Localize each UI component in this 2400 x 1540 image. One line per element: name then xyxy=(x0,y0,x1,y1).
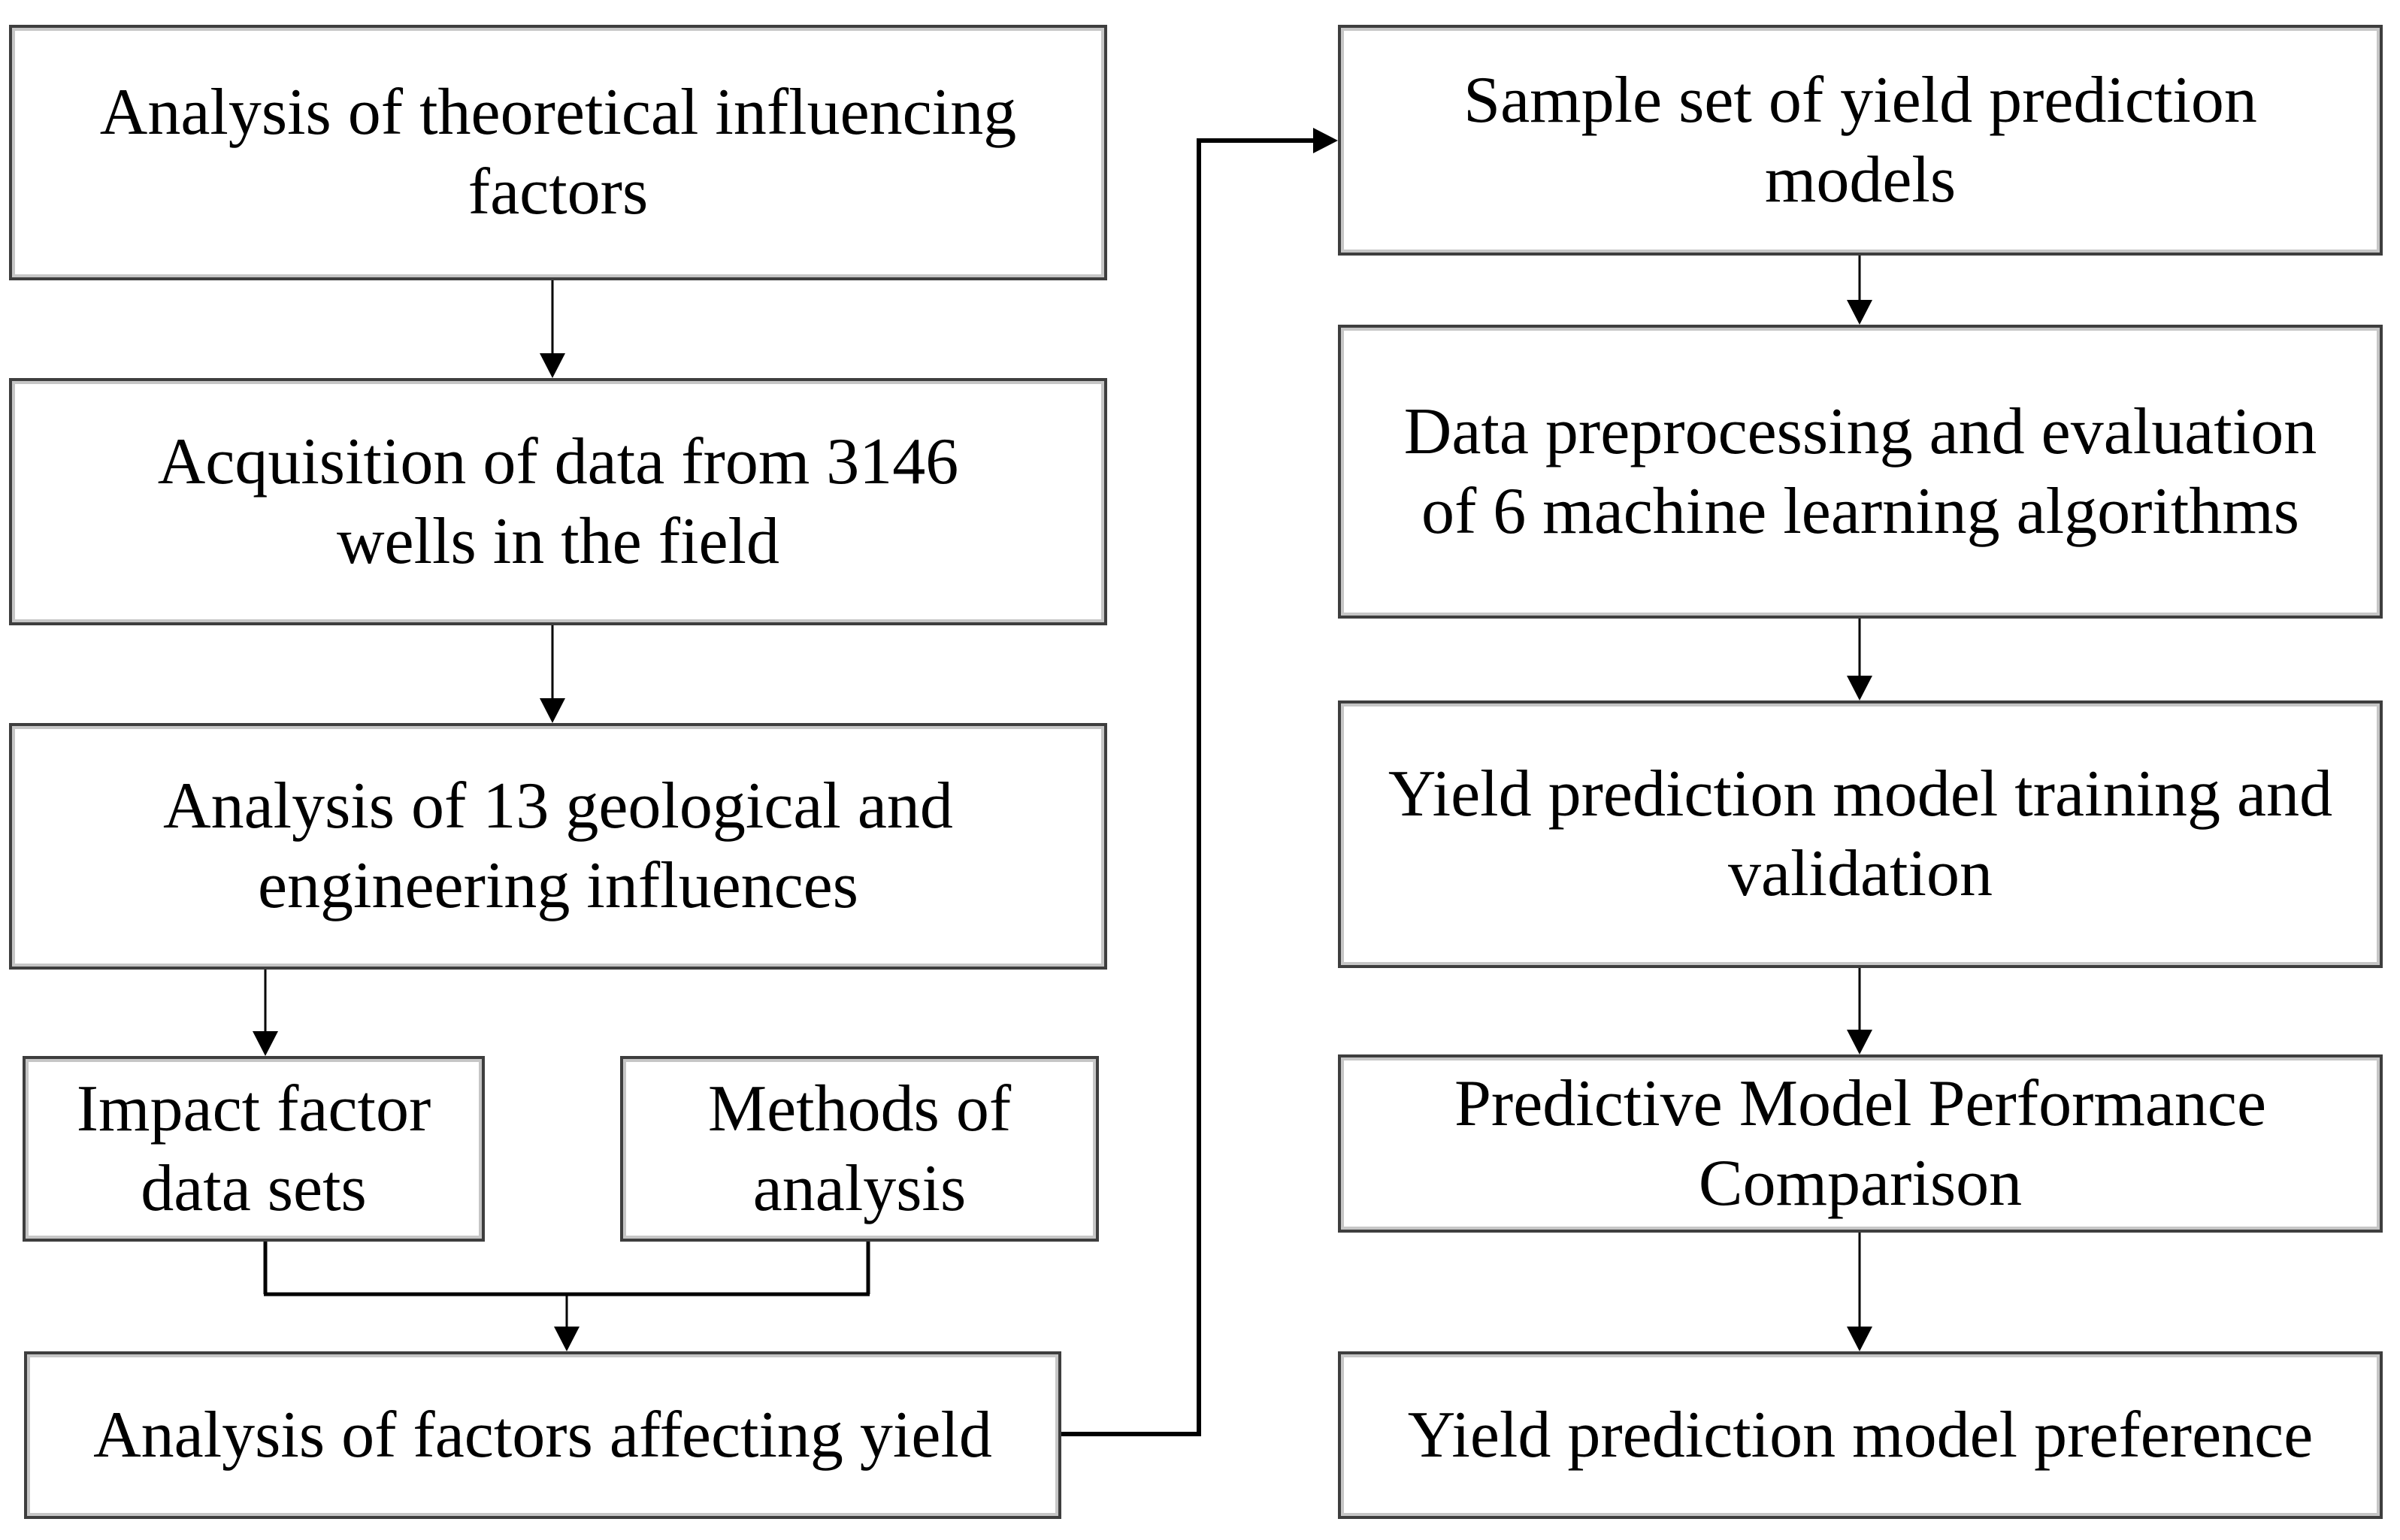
flow-box-analysis-of-13-geological-and-engineering-influences: Analysis of 13 geological and engineerin… xyxy=(9,723,1107,970)
flow-box-text-line: Yield prediction model training and xyxy=(1388,758,2333,831)
flow-box-text-line: Analysis of factors affecting yield xyxy=(93,1398,992,1472)
flow-box-text-line: Acquisition of data from 3146 xyxy=(157,425,959,498)
arrowhead-r2-r3 xyxy=(1847,676,1872,700)
flow-box-text-line: engineering influences xyxy=(257,849,858,922)
flow-box-text-line: Yield prediction model preference xyxy=(1407,1398,2314,1472)
flow-box-text-line: models xyxy=(1764,143,1957,216)
flow-box-text-line: Sample set of yield prediction xyxy=(1463,63,2257,137)
flow-box-text-line: analysis xyxy=(752,1151,967,1225)
arrowhead-l2-l3 xyxy=(540,698,565,723)
arrowhead-r1-r2 xyxy=(1847,300,1872,325)
flow-box-text-line: wells in the field xyxy=(337,504,779,578)
flow-box-predictive-model-performance-comparison: Predictive Model Performance Comparison xyxy=(1338,1054,2383,1233)
flow-box-yield-prediction-model-training-and-validation: Yield prediction model training and vali… xyxy=(1338,700,2383,968)
flow-box-text-line: Methods of xyxy=(707,1072,1012,1145)
flow-box-analysis-of-factors-affecting-yield: Analysis of factors affecting yield xyxy=(24,1351,1061,1519)
flow-box-methods-of-analysis: Methods of analysis xyxy=(620,1056,1099,1242)
arrowhead-l1-l2 xyxy=(540,353,565,378)
flow-box-data-preprocessing-and-evaluation-of-6-ml-algorithms: Data preprocessing and evaluation of 6 m… xyxy=(1338,325,2383,619)
arrowhead-l3-l4a xyxy=(253,1031,278,1056)
flow-box-text-line: Analysis of 13 geological and xyxy=(163,770,953,843)
flow-box-text-line: Comparison xyxy=(1698,1146,2023,1220)
flow-box-sample-set-of-yield-prediction-models: Sample set of yield prediction models xyxy=(1338,25,2383,256)
flow-box-text-line: Analysis of theoretical influencing xyxy=(99,76,1017,149)
flow-box-text-line: of 6 machine learning algorithms xyxy=(1421,474,2300,548)
flow-box-text-line: data sets xyxy=(141,1151,367,1225)
connector-line-l5-r1 xyxy=(1061,138,1317,1436)
flow-box-yield-prediction-model-preference: Yield prediction model preference xyxy=(1338,1351,2383,1519)
flow-box-text-line: Impact factor xyxy=(76,1072,431,1145)
arrowhead-join-l5 xyxy=(554,1327,580,1351)
flow-box-impact-factor-data-sets: Impact factor data sets xyxy=(23,1056,485,1242)
flow-box-text-line: Data preprocessing and evaluation xyxy=(1403,395,2317,468)
flow-box-analysis-theoretical-influencing-factors: Analysis of theoretical influencing fact… xyxy=(9,25,1107,280)
flow-box-text-line: Predictive Model Performance xyxy=(1454,1067,2267,1140)
flow-box-text-line: validation xyxy=(1728,837,1993,910)
arrowhead-l5-r1 xyxy=(1313,128,1338,153)
flow-box-text-line: factors xyxy=(468,156,649,228)
arrowhead-r3-r4 xyxy=(1847,1030,1872,1054)
arrowhead-r4-r5 xyxy=(1847,1327,1872,1351)
flow-box-acquisition-of-data-from-3146-wells: Acquisition of data from 3146 wells in t… xyxy=(9,378,1107,625)
